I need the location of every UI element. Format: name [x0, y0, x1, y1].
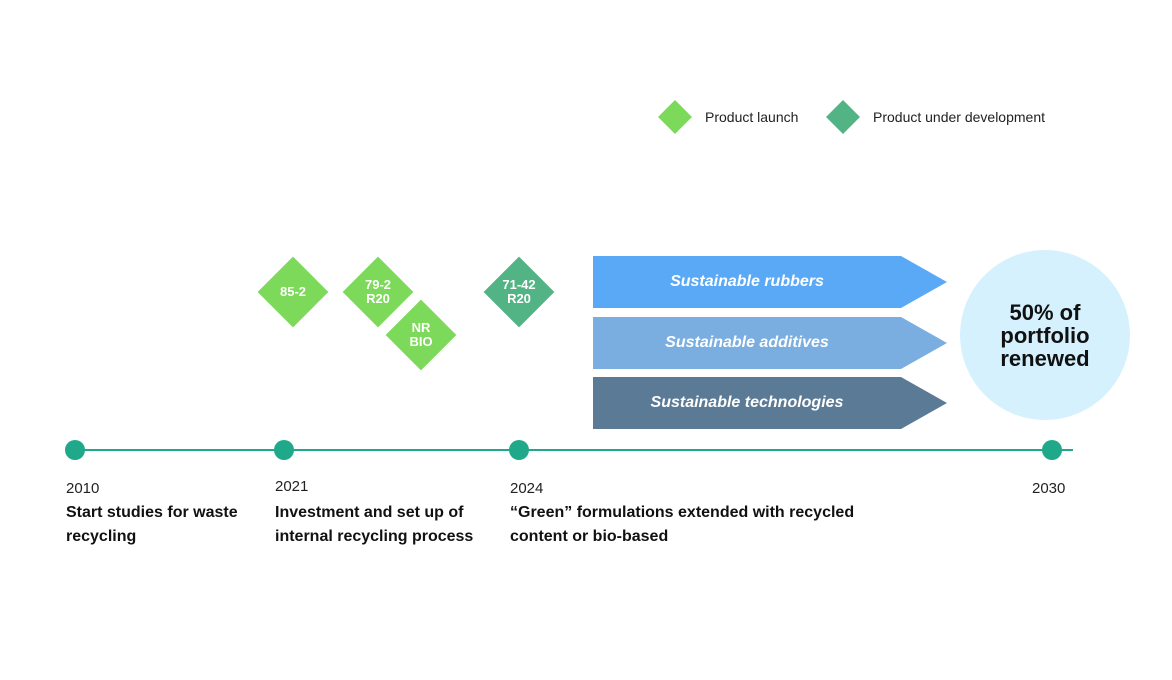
product-label: NR BIO [409, 320, 433, 349]
legend-item-launch: Product launch [658, 100, 799, 134]
goal-text: 50% of portfolio renewed [1000, 299, 1090, 371]
milestone-year: 2030 [1032, 480, 1066, 497]
product-label: 79-2 R20 [364, 277, 392, 306]
timeline-dot [65, 440, 85, 460]
product-label: 85-2 [279, 284, 307, 299]
pillar-label: Sustainable technologies [650, 394, 844, 411]
milestone-year: 2010 [66, 480, 100, 497]
product-label: 71-42 R20 [502, 277, 536, 306]
legend-item-development: Product under development [826, 100, 1045, 134]
diamond-development-icon [826, 100, 860, 134]
diamond-launch-icon [658, 100, 692, 134]
timeline-dot [509, 440, 529, 460]
milestone-description: Start studies for waste recycling [66, 504, 238, 545]
milestone-year: 2024 [510, 480, 544, 497]
goal-circle: 50% of portfolio renewed [960, 250, 1130, 420]
legend-label: Product under development [873, 109, 1045, 125]
milestone-description: Investment and set up of internal recycl… [275, 504, 474, 545]
timeline-dot [274, 440, 294, 460]
legend-label: Product launch [705, 109, 799, 125]
pillar-label: Sustainable rubbers [670, 273, 824, 290]
milestone-year: 2021 [275, 478, 309, 495]
timeline-dot [1042, 440, 1062, 460]
timeline-line [75, 449, 1073, 451]
pillar-arrow-rubbers: Sustainable rubbers [593, 256, 947, 308]
pillar-label: Sustainable additives [665, 334, 829, 351]
pillar-arrow-additives: Sustainable additives [593, 317, 947, 369]
milestone-description: “Green” formulations extended with recyc… [510, 504, 855, 545]
pillar-arrow-technologies: Sustainable technologies [593, 377, 947, 429]
